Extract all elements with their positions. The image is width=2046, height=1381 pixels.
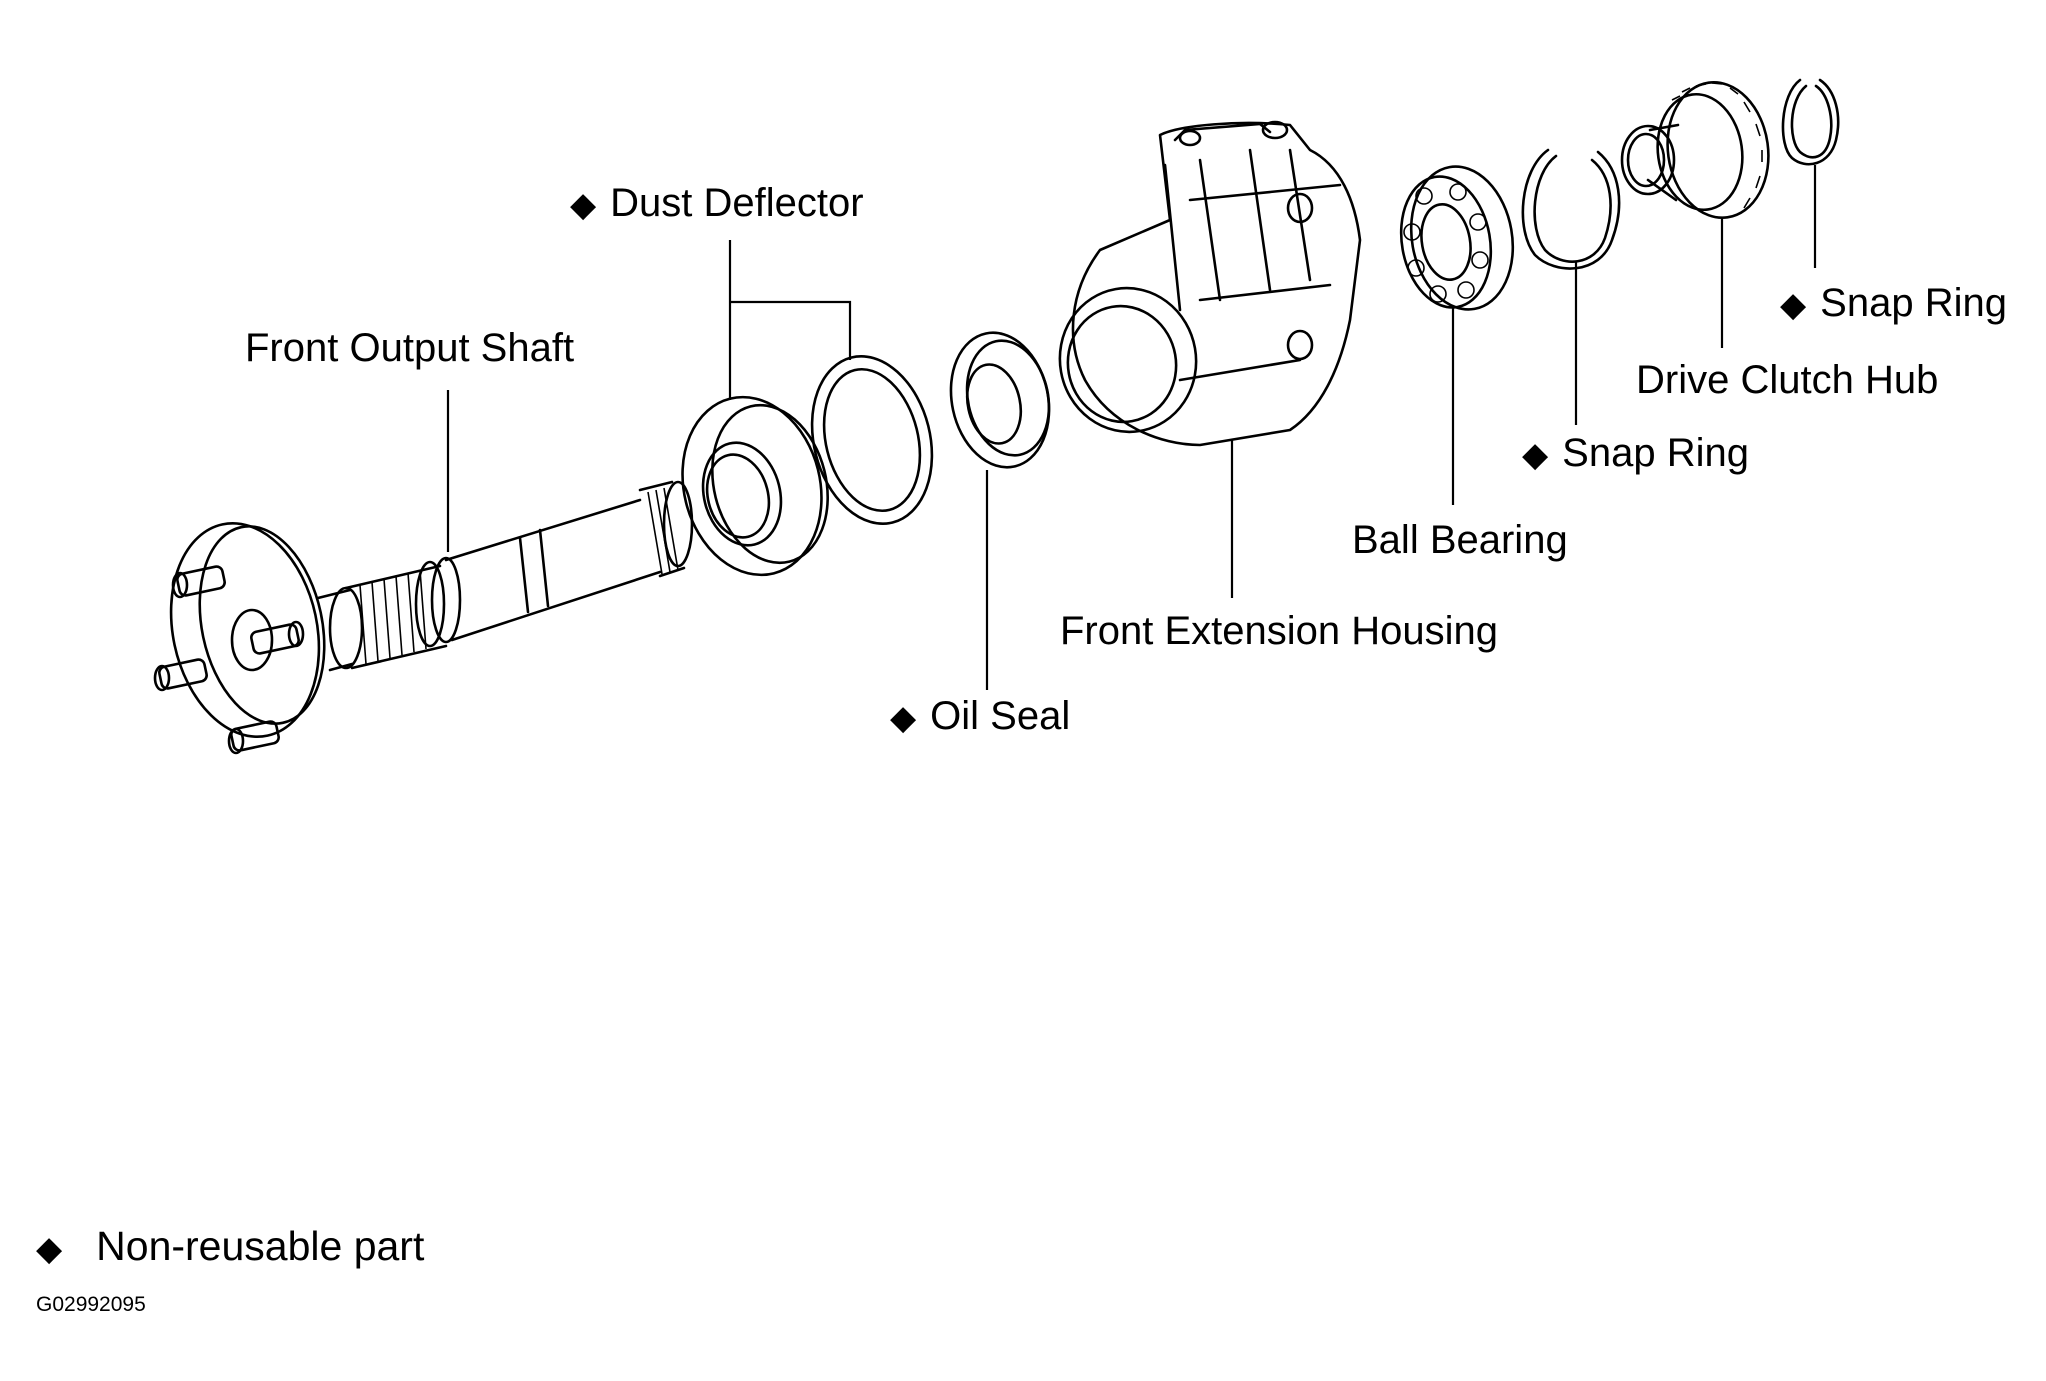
- non-reusable-marker-icon: ◆: [1522, 436, 1549, 474]
- legend: ◆ Non-reusable part: [36, 1222, 424, 1273]
- flange-stud-center: [250, 620, 305, 655]
- non-reusable-marker-icon: ◆: [890, 699, 917, 737]
- label-dust-deflector: ◆Dust Deflector: [570, 181, 864, 225]
- non-reusable-marker-icon: ◆: [570, 186, 597, 224]
- drive-clutch-hub-drawing: [1620, 81, 1770, 219]
- label-front-output-shaft: Front Output Shaft: [245, 326, 575, 370]
- label-front-extension-housing: Front Extension Housing: [1060, 609, 1499, 653]
- label-drive-clutch-hub: Drive Clutch Hub: [1636, 358, 1939, 402]
- non-reusable-marker-icon: ◆: [1780, 286, 1807, 324]
- oil-seal-drawing: [949, 331, 1051, 469]
- figure-code: G02992095: [36, 1293, 146, 1316]
- ball-bearing-drawing: [1399, 165, 1515, 311]
- label-snap-ring-1: ◆Snap Ring: [1522, 431, 1749, 475]
- non-reusable-marker-icon: ◆: [36, 1230, 63, 1268]
- flange-stud-left: [153, 658, 208, 692]
- leader-dust-deflector: [728, 240, 852, 400]
- legend-text: Non-reusable part: [96, 1223, 425, 1269]
- leader-lines: [446, 165, 1817, 690]
- flange-stud-bottom: [227, 720, 280, 755]
- label-snap-ring-2: ◆Snap Ring: [1780, 281, 2007, 325]
- front-output-shaft-drawing: [153, 480, 694, 755]
- label-oil-seal: ◆Oil Seal: [890, 694, 1071, 738]
- snap-ring-2-drawing: [1781, 78, 1840, 166]
- front-extension-housing-drawing: [1058, 120, 1362, 447]
- snap-ring-1-drawing: [1521, 148, 1621, 270]
- dust-deflector-drawing: [681, 355, 934, 577]
- flange-stud-top: [171, 565, 226, 599]
- label-ball-bearing: Ball Bearing: [1352, 518, 1568, 562]
